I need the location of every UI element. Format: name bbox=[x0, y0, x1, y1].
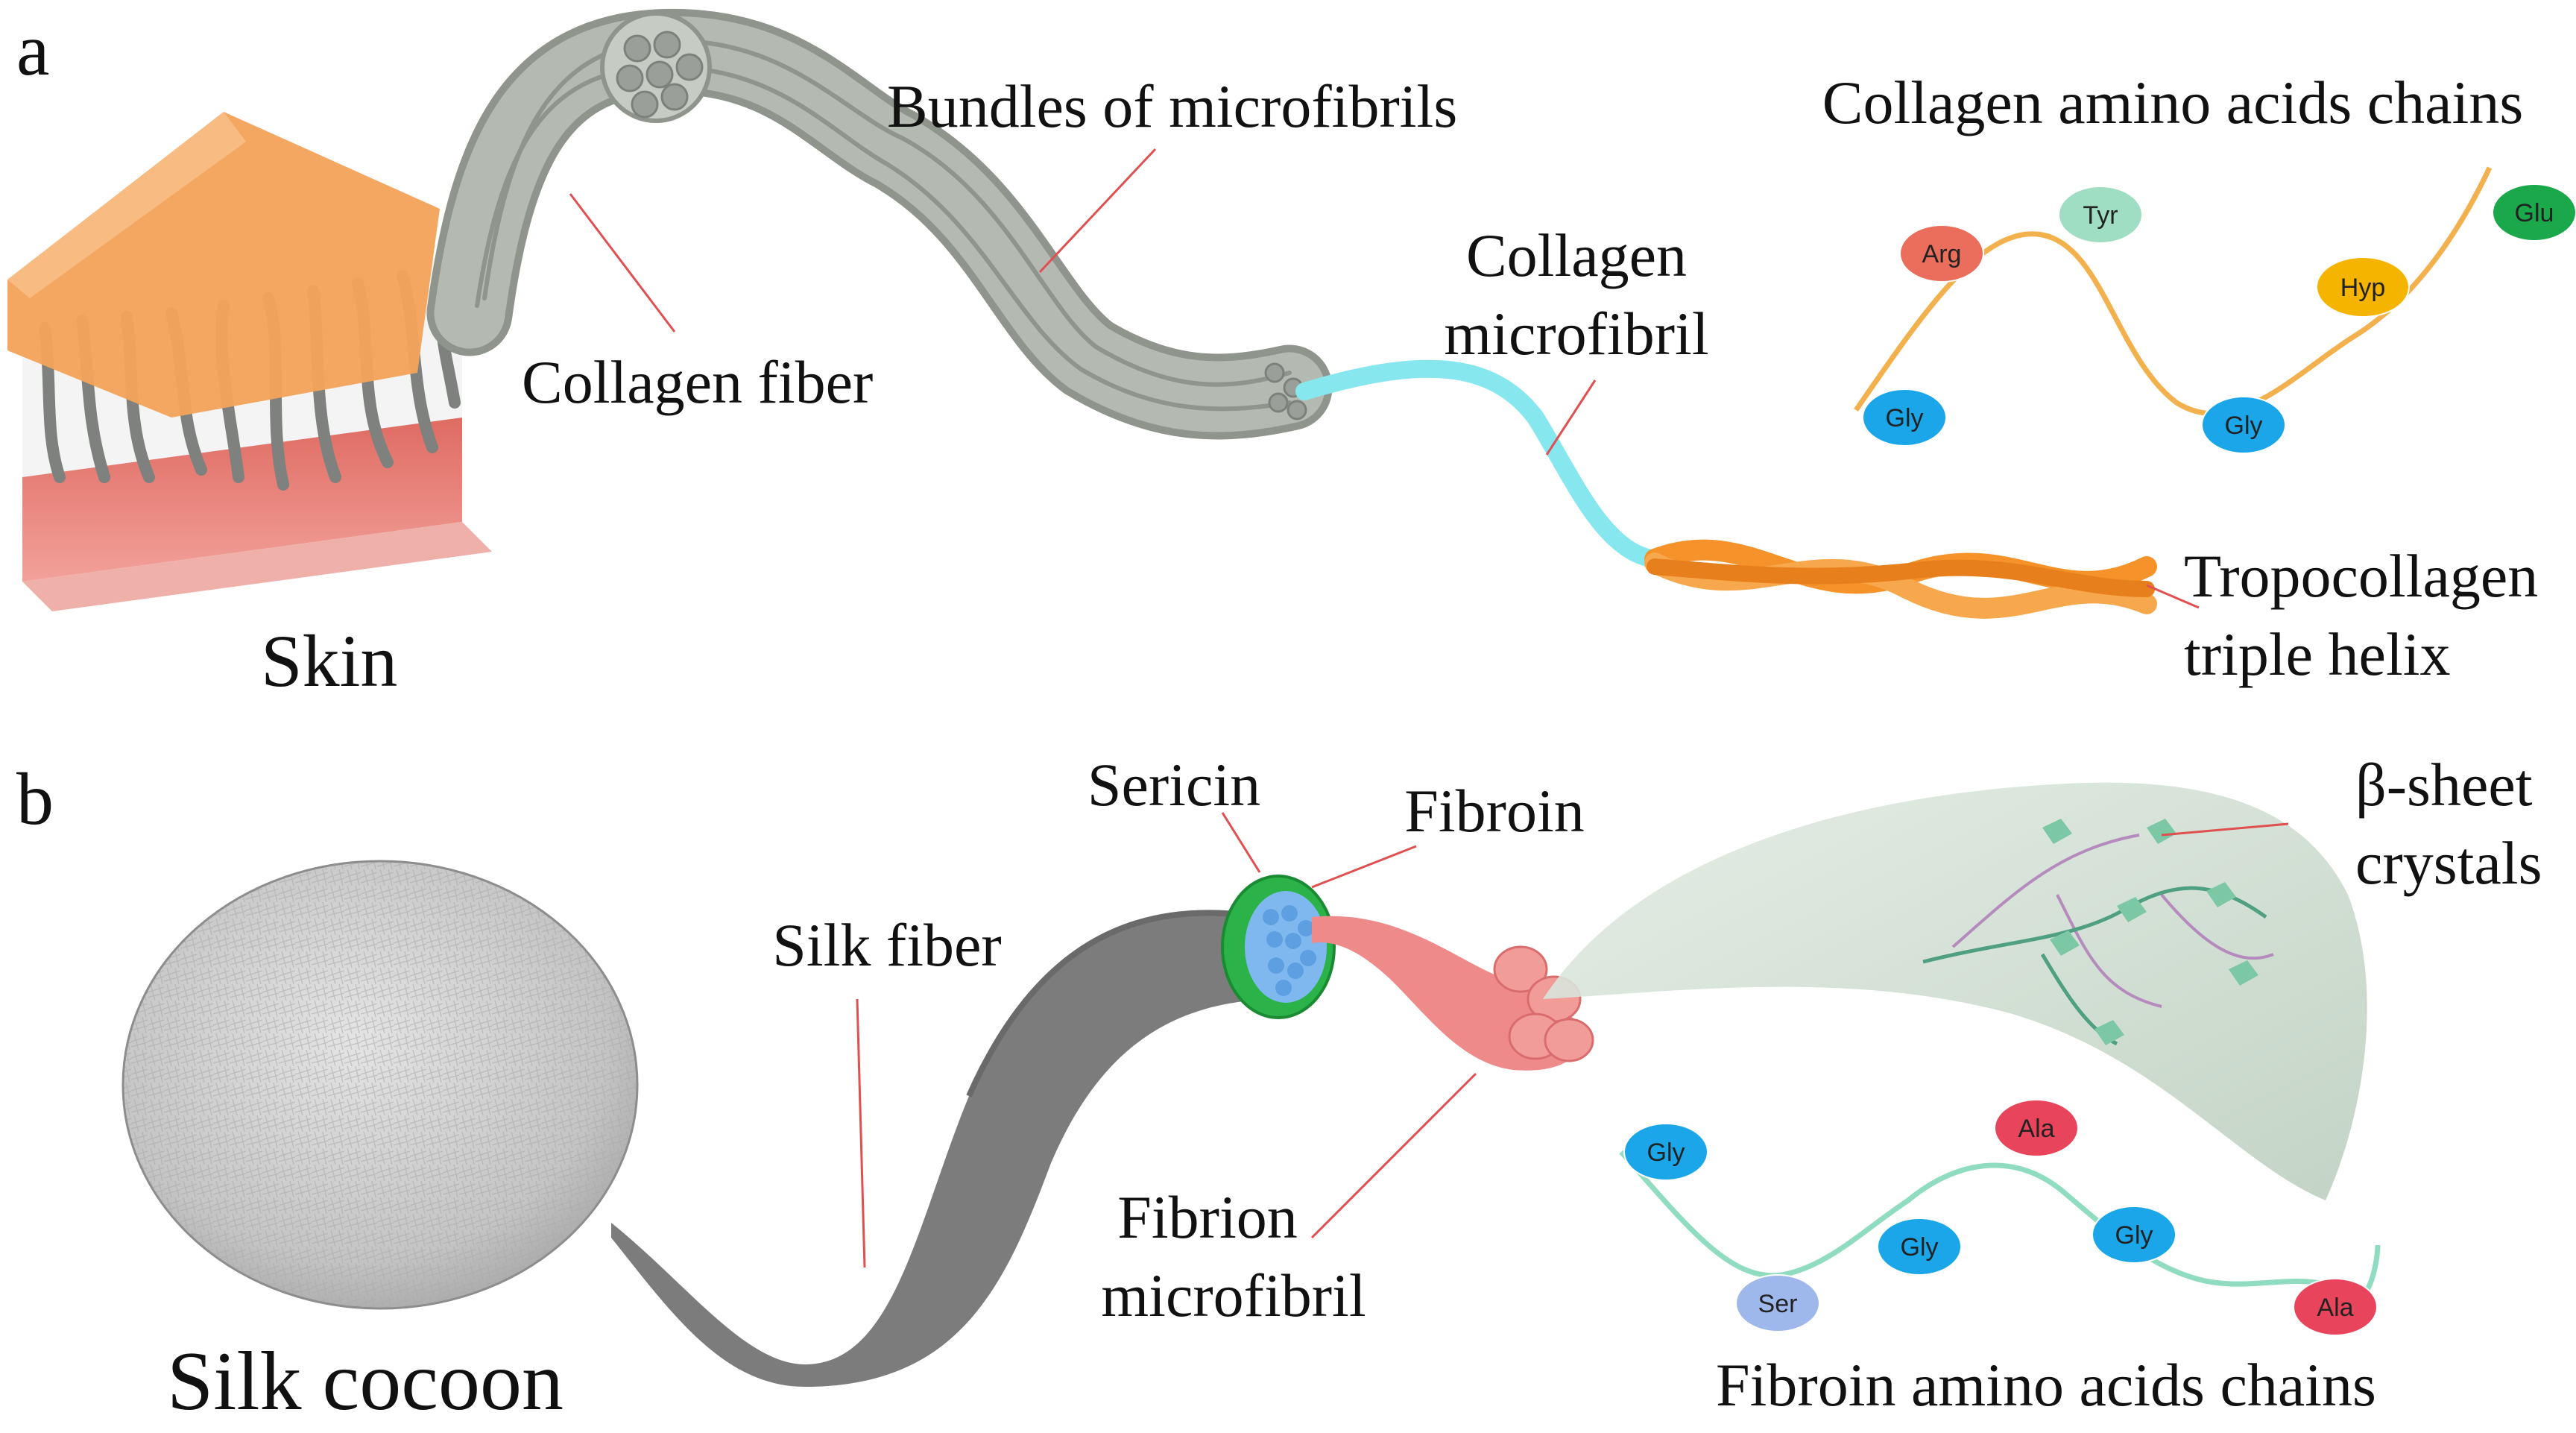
fibrion-label-line1: Fibrion bbox=[1117, 1183, 1297, 1251]
bundles-label: Bundles of microfibrils bbox=[887, 72, 1457, 140]
panel-a: a Skin bbox=[7, 8, 2576, 702]
residue-label: Ala bbox=[2018, 1115, 2054, 1143]
residue-label: Gly bbox=[1901, 1233, 1939, 1262]
residue-label: Gly bbox=[2115, 1221, 2153, 1250]
collagen-fiber-bundle bbox=[426, 8, 1664, 568]
residue-label: Ala bbox=[2317, 1294, 2353, 1322]
residue-node: Gly bbox=[1862, 388, 1947, 447]
sericin-label: Sericin bbox=[1087, 751, 1260, 819]
beta-sheet-label-line1: β-sheet bbox=[2355, 751, 2533, 819]
residue-label: Gly bbox=[1647, 1138, 1685, 1167]
residue-label: Glu bbox=[2515, 199, 2554, 227]
residue-node: Arg bbox=[1899, 224, 1984, 283]
fibrion-label-line2: microfibril bbox=[1101, 1262, 1366, 1329]
skin-illustration: Skin bbox=[7, 112, 492, 702]
residue-label: Tyr bbox=[2083, 201, 2118, 230]
collagen-fiber-label: Collagen fiber bbox=[522, 348, 873, 416]
residue-node: Ser bbox=[1735, 1274, 1820, 1332]
silk-fiber bbox=[611, 910, 1282, 1387]
fibroin-residue-group: Gly Ser Gly Ala Gly Ala bbox=[1623, 1099, 2378, 1336]
fiber-cross-section bbox=[1221, 875, 1336, 1019]
residue-label: Gly bbox=[1886, 404, 1924, 432]
collagen-chain: Collagen amino acids chains Gly Arg Tyr … bbox=[1822, 69, 2576, 454]
residue-node: Ala bbox=[2293, 1278, 2378, 1336]
tropocollagen-helix bbox=[1644, 539, 2157, 619]
panel-a-leaders bbox=[569, 148, 2200, 609]
beta-sheet-ribbon bbox=[1543, 782, 2367, 1200]
residue-node: Gly bbox=[1877, 1218, 1962, 1276]
panel-b-leaders bbox=[856, 812, 2289, 1268]
residue-node: Gly bbox=[2201, 396, 2286, 454]
residue-label: Arg bbox=[1922, 240, 1962, 268]
residue-node: Ala bbox=[1994, 1099, 2079, 1157]
residue-node: Hyp bbox=[2316, 256, 2410, 318]
collagen-residue-group: Gly Arg Tyr Gly Hyp Glu bbox=[1862, 183, 2576, 454]
residue-label: Hyp bbox=[2340, 274, 2385, 302]
silk-fiber-label: Silk fiber bbox=[772, 911, 1001, 979]
skin-label: Skin bbox=[261, 620, 397, 702]
residue-node: Glu bbox=[2492, 183, 2576, 242]
collagen-chain-title: Collagen amino acids chains bbox=[1822, 69, 2523, 136]
microfibril-label-line1: Collagen bbox=[1466, 221, 1687, 289]
fibroin-chain-title: Fibroin amino acids chains bbox=[1716, 1351, 2376, 1419]
microfibril-label-line2: microfibril bbox=[1444, 300, 1708, 368]
residue-node: Gly bbox=[2092, 1206, 2176, 1264]
silk-cocoon: Silk cocoon bbox=[121, 860, 639, 1428]
cocoon-label: Silk cocoon bbox=[167, 1335, 564, 1428]
fibroin-chain: Gly Ser Gly Ala Gly Ala Fibroin amino ac… bbox=[1619, 1099, 2381, 1419]
tropocollagen-line2: triple helix bbox=[2184, 620, 2451, 688]
residue-node: Gly bbox=[1623, 1123, 1708, 1181]
fibroin-label: Fibroin bbox=[1404, 777, 1584, 845]
residue-label: Ser bbox=[1758, 1290, 1798, 1318]
beta-sheet-label-line2: crystals bbox=[2355, 829, 2542, 897]
residue-node: Tyr bbox=[2058, 186, 2143, 244]
residue-label: Gly bbox=[2225, 412, 2263, 440]
panel-b: b Silk cocoon bbox=[16, 751, 2542, 1428]
panel-a-letter: a bbox=[16, 8, 49, 91]
tropocollagen-line1: Tropocollagen bbox=[2184, 542, 2538, 610]
panel-b-letter: b bbox=[16, 758, 54, 840]
